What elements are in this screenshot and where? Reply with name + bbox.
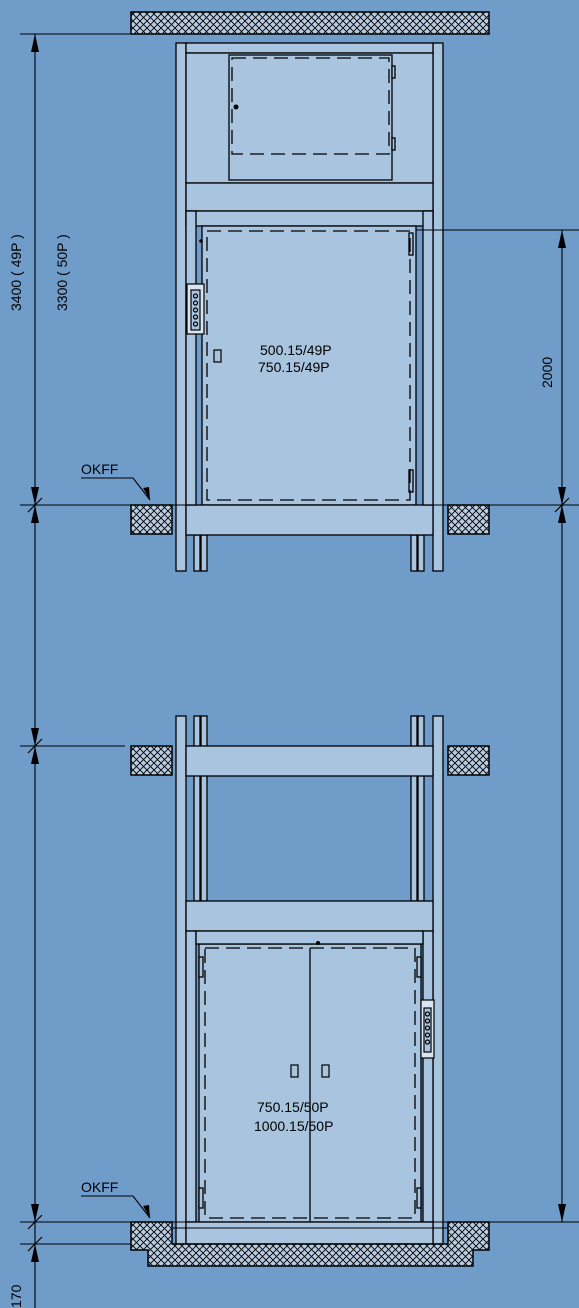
mid-floor-slab-right (447, 745, 490, 776)
lower-crossbeam (185, 900, 434, 932)
mid-floor-slab-left (130, 745, 173, 776)
okff-label-lower: OKFF (81, 1179, 118, 1195)
dimension-lines (20, 33, 579, 1308)
pit-slab (130, 1221, 490, 1267)
upper-car-body (201, 225, 417, 506)
lower-top-beam (185, 745, 434, 777)
okff-label-upper: OKFF (81, 461, 118, 477)
lower-door-handle-left (290, 1064, 299, 1078)
top-ceiling-slab (130, 11, 490, 35)
dimension-arrows (31, 34, 566, 1262)
lower-door-handle-right (321, 1064, 330, 1078)
upper-control-cabinet (228, 54, 393, 181)
upper-model-line-1: 500.15/49P (260, 342, 332, 358)
dim-height-49p: 3400 ( 49P ) (8, 234, 24, 311)
upper-car-top-frame (185, 42, 434, 54)
upper-floor-slab-right (447, 504, 490, 535)
upper-rail-left (175, 42, 187, 572)
lower-rail-right (432, 715, 444, 1245)
upper-floor-slab-left (130, 504, 173, 535)
upper-door-handle (213, 349, 222, 363)
upper-crossbeam (185, 182, 434, 212)
okff-leader-upper (81, 477, 151, 501)
lower-call-panel (420, 999, 435, 1059)
upper-car (175, 42, 444, 572)
dim-pit-depth: 170 (8, 1284, 24, 1308)
lower-model-line-2: 1000.15/50P (254, 1118, 333, 1134)
dim-height-50p: 3300 ( 50P ) (54, 234, 70, 311)
okff-leader-lower (81, 1195, 151, 1219)
upper-call-panel (186, 283, 205, 335)
lower-rail-left (175, 715, 187, 1245)
lower-car-bottom-frame (185, 1221, 434, 1245)
lower-model-line-1: 750.15/50P (257, 1099, 329, 1115)
dimension-ticks (27, 497, 570, 1252)
upper-rail-right (432, 42, 444, 572)
dim-door-height: 2000 (539, 357, 555, 388)
upper-model-line-2: 750.15/49P (258, 359, 330, 375)
upper-car-bottom-frame (185, 504, 434, 536)
